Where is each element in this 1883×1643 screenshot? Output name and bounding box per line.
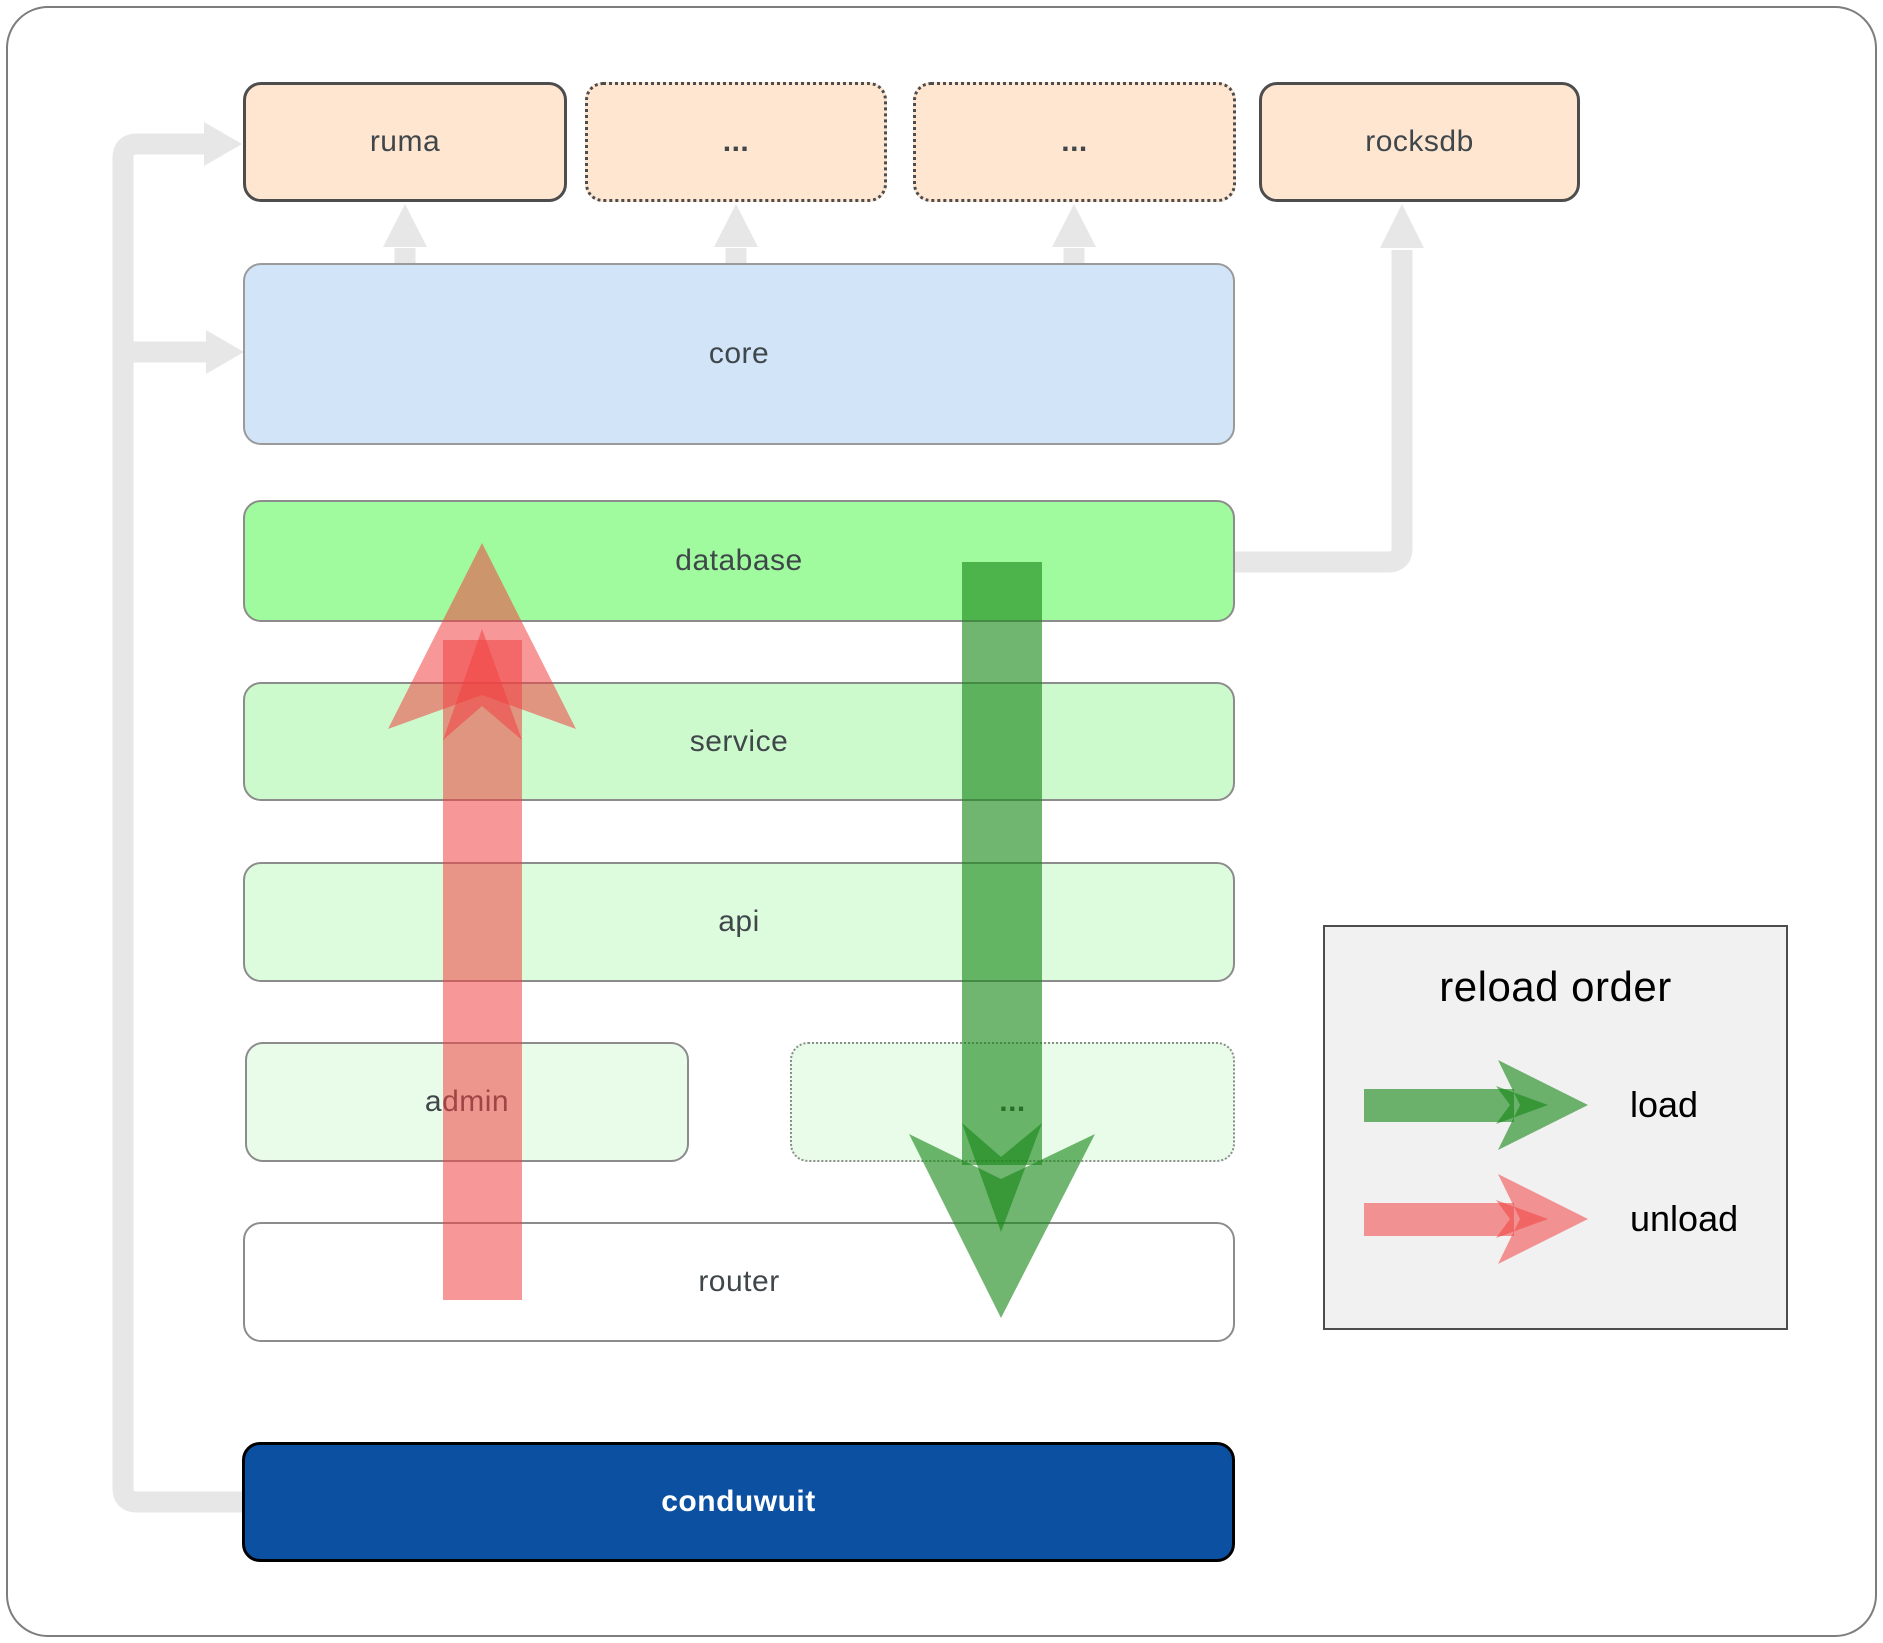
legend: reload order xyxy=(1323,925,1788,1330)
node-conduwuit-label: conduwuit xyxy=(661,1485,816,1518)
node-ellipsis-1-label: ... xyxy=(722,125,750,158)
node-service: service xyxy=(243,682,1235,801)
node-rocksdb-label: rocksdb xyxy=(1365,125,1474,158)
node-ruma: ruma xyxy=(243,82,567,202)
node-router: router xyxy=(243,1222,1235,1342)
node-ellipsis-2: ... xyxy=(913,82,1236,202)
node-database: database xyxy=(243,500,1235,622)
node-rocksdb: rocksdb xyxy=(1259,82,1580,202)
node-ellipsis-3-label: ... xyxy=(999,1085,1026,1118)
node-ruma-label: ruma xyxy=(369,125,441,158)
node-api-label: api xyxy=(718,905,760,938)
node-database-label: database xyxy=(675,544,803,577)
node-ellipsis-2-label: ... xyxy=(1061,125,1088,158)
diagram-border xyxy=(6,6,1877,1637)
legend-item-load-label: load xyxy=(1630,1084,1699,1125)
legend-item-unload-label: unload xyxy=(1630,1198,1739,1239)
node-admin-label: admin xyxy=(424,1085,510,1118)
legend-title: reload order xyxy=(1439,963,1672,1010)
node-conduwuit: conduwuit xyxy=(242,1442,1235,1562)
node-ellipsis-1: ... xyxy=(585,82,887,202)
node-core: core xyxy=(243,263,1235,445)
node-admin: admin xyxy=(245,1042,689,1162)
node-router-label: router xyxy=(698,1265,780,1298)
node-ellipsis-3: ... xyxy=(790,1042,1235,1162)
node-service-label: service xyxy=(689,724,789,758)
node-core-label: core xyxy=(708,337,770,370)
node-api: api xyxy=(243,862,1235,982)
